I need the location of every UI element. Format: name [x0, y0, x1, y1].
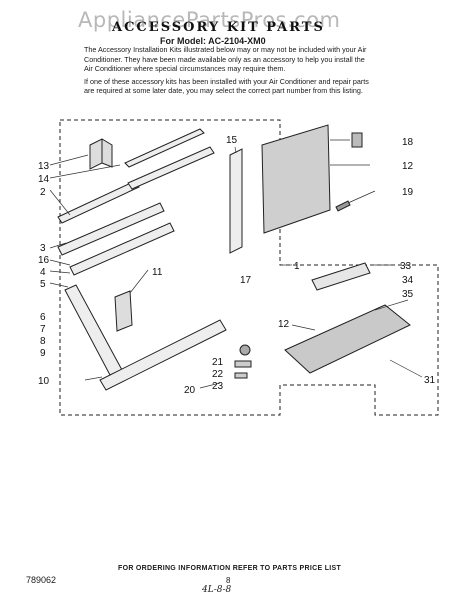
callout-7: 7	[40, 324, 46, 335]
callout-12: 12	[402, 161, 414, 172]
intro-paragraph-1: The Accessory Installation Kits illustra…	[84, 45, 367, 74]
rail-part-16	[69, 222, 175, 276]
callout-33: 33	[400, 261, 412, 272]
leader-line	[129, 269, 149, 294]
page-title: ACCESSORY KIT PARTS	[112, 20, 325, 35]
callout-34: 34	[402, 275, 414, 286]
intro-paragraph-2: If one of these accessory kits has been …	[84, 76, 369, 96]
callout-23: 23	[212, 381, 224, 392]
callout-6: 6	[40, 312, 46, 323]
leader-line	[49, 270, 71, 274]
callout-20: 20	[184, 385, 196, 396]
rail-part-3	[57, 202, 165, 256]
leader-line	[291, 324, 316, 331]
leader-line	[234, 146, 237, 154]
callout-2: 2	[40, 187, 46, 198]
panel-part-12	[261, 124, 331, 234]
callout-18: 18	[402, 137, 414, 148]
callout-22: 22	[212, 369, 224, 380]
callout-15: 15	[226, 135, 238, 146]
page-number: 8	[226, 576, 231, 585]
leader-line	[49, 154, 89, 166]
leader-line	[49, 259, 71, 266]
callout-31: 31	[424, 375, 436, 386]
leader-line	[389, 359, 423, 378]
callout-10: 10	[38, 376, 50, 387]
callout-21: 21	[212, 357, 224, 368]
callout-35: 35	[402, 289, 414, 300]
leader-line	[84, 376, 103, 381]
leader-line	[49, 242, 67, 249]
intro-text: The Accessory Installation Kits illustra…	[84, 45, 374, 99]
callout-9: 9	[40, 348, 46, 359]
leader-line	[374, 299, 409, 311]
leader-line	[49, 189, 71, 216]
screw-part-19	[335, 200, 351, 212]
document-number: 789062	[26, 575, 57, 585]
model-number: For Model: AC-2104-XM0	[160, 36, 266, 46]
watermark: AppliancePartsPros.com	[78, 8, 341, 32]
brace-part-20	[99, 319, 227, 391]
rail-part-14	[124, 128, 205, 168]
leader-line	[347, 190, 376, 204]
exploded-parts-diagram: 13 14 2 3 16 4 5 6 7 8 9 10 11 15 17 18 …	[38, 119, 439, 416]
ordering-note: FOR ORDERING INFORMATION REFER TO PARTS …	[118, 565, 342, 572]
knob-part-21	[239, 344, 251, 356]
rail-part-2	[57, 180, 140, 224]
leader-line	[49, 282, 69, 288]
handwritten-note: 4L-8-8	[202, 585, 232, 595]
callout-8: 8	[40, 336, 46, 347]
callout-12b: 12	[278, 319, 290, 330]
callout-19: 19	[402, 187, 414, 198]
callout-14: 14	[38, 174, 50, 185]
post-part-15	[229, 148, 243, 254]
callout-3: 3	[40, 243, 46, 254]
bracket-part-13	[89, 138, 113, 170]
panel-part-12b	[284, 304, 411, 374]
rail-part-2b	[127, 146, 215, 190]
clip-part-22	[234, 360, 252, 368]
callout-17: 17	[240, 275, 252, 286]
leader-line	[49, 164, 121, 179]
clip-part-18	[351, 132, 363, 148]
callout-4: 4	[40, 267, 46, 278]
callout-11: 11	[152, 267, 163, 278]
bracket-part-11	[114, 290, 133, 332]
callout-13: 13	[38, 161, 50, 172]
clip-part-23	[234, 372, 248, 379]
leader-line	[199, 382, 221, 389]
support-leg	[64, 284, 123, 376]
seal-part-33	[311, 262, 371, 291]
callout-5: 5	[40, 279, 46, 290]
callout-16: 16	[38, 255, 50, 266]
callout-1: 1	[294, 261, 300, 272]
